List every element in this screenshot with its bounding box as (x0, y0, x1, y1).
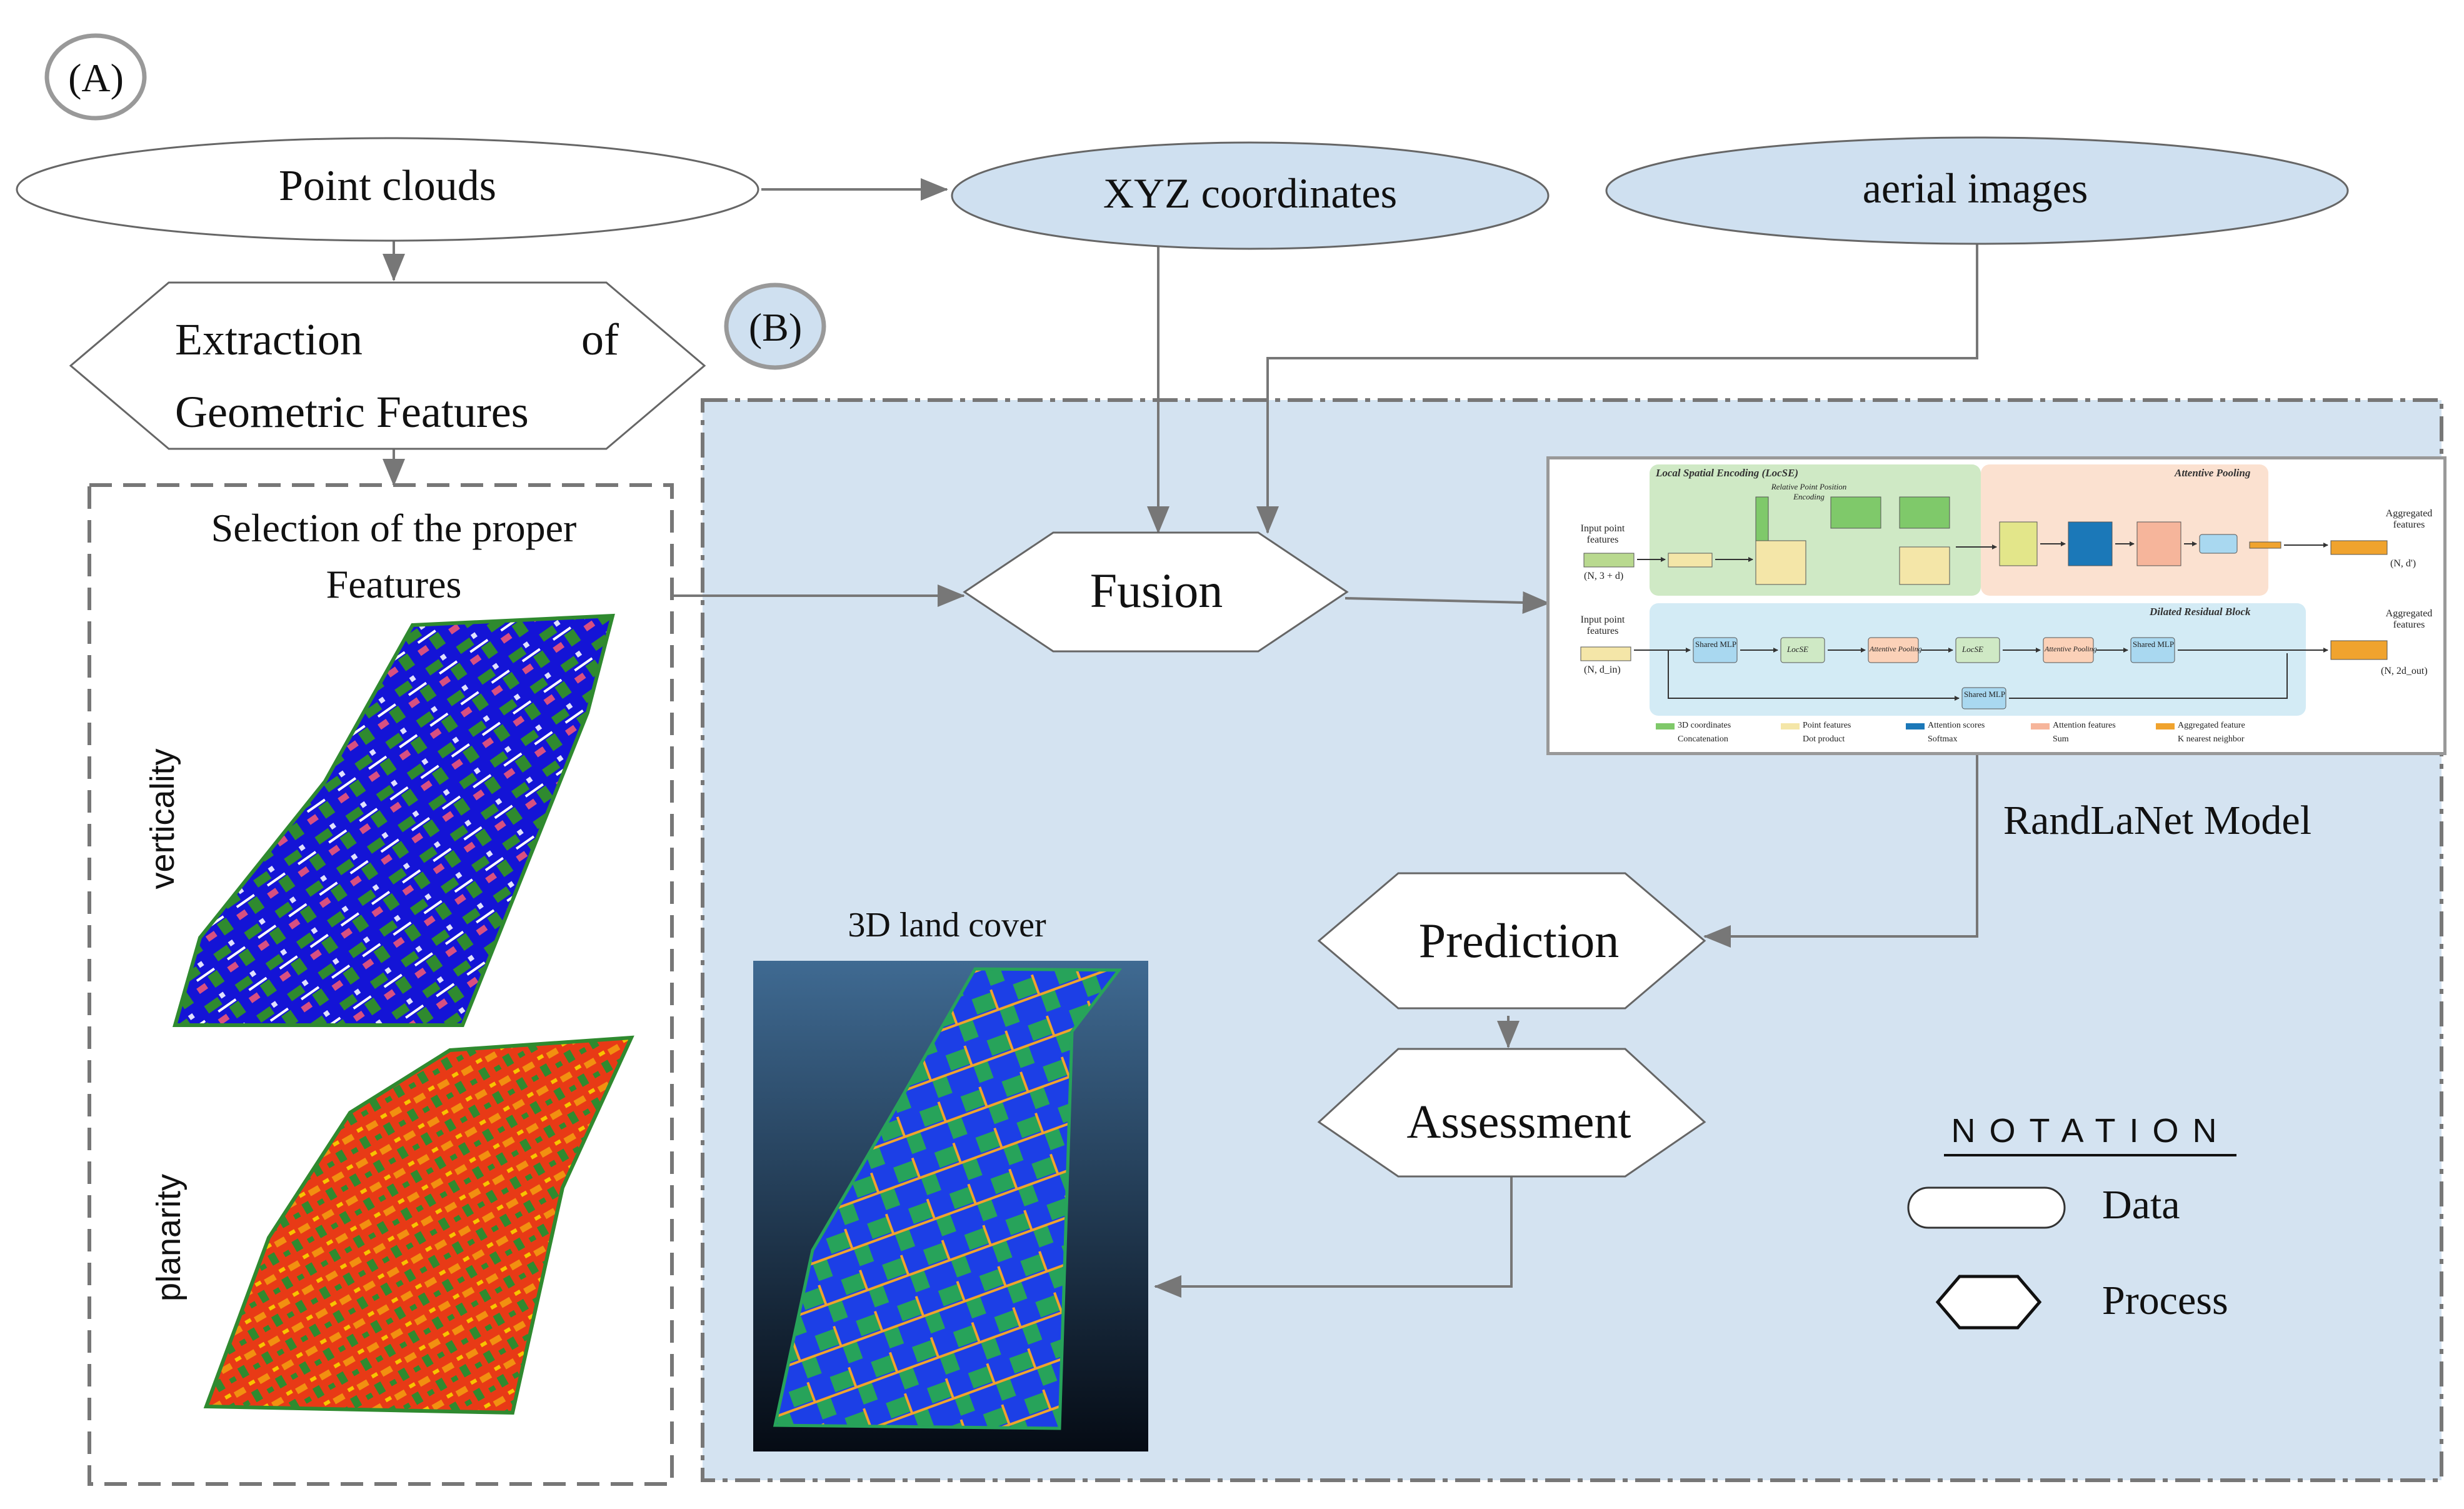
xyz-coordinates-node (951, 141, 1550, 250)
input2-dim: (N, d_in) (1584, 664, 1621, 675)
land-cover-label: 3D land cover (848, 906, 1046, 945)
label-b-circle (724, 283, 826, 370)
verticality-label: verticality (144, 748, 181, 890)
arrow-aerial-to-fusion (1256, 244, 1978, 534)
label-a: (A) (68, 56, 124, 100)
agg1-label: Aggregated features (2385, 508, 2433, 530)
randlanet-diagram: Local Spatial Encoding (LocSE) Attentive… (1546, 456, 2446, 755)
prediction-label: Prediction (1418, 913, 1620, 968)
shared-mlp-1: Shared MLP (1695, 639, 1737, 649)
assessment-node (1317, 1048, 1706, 1178)
notation-title: NOTATION (1951, 1112, 2231, 1150)
relative-position-label: Relative Point Position Encoding (1771, 482, 1847, 501)
arrow-model-to-prediction (1703, 753, 1978, 948)
arrow-assessment-to-landcover (1154, 1172, 1513, 1298)
agg1-dim: (N, d') (2390, 558, 2416, 569)
extraction-label-line1: Extraction (175, 314, 363, 364)
input2-label: Input point features (1580, 614, 1625, 636)
notation-data-shape (1907, 1186, 2066, 1229)
point-clouds-label: Point clouds (278, 162, 497, 210)
model-panel-border (701, 398, 2443, 1482)
attentive-title: Attentive Pooling (2175, 467, 2251, 479)
legend-0: 3D coordinates (1678, 721, 1731, 730)
label-b: (B) (748, 305, 803, 349)
point-clouds-node (16, 137, 759, 242)
legend-9: K nearest neighbor (2178, 734, 2245, 744)
extraction-node (69, 281, 706, 450)
aerial-images-label: aerial images (1862, 164, 2088, 212)
agg2-label: Aggregated features (2385, 608, 2433, 630)
legend-2: Attention scores (1928, 721, 1985, 730)
input1-dim: (N, 3 + d) (1584, 571, 1624, 581)
planarity-label: planarity (150, 1173, 188, 1302)
legend-1: Point features (1803, 721, 1851, 730)
feature-box-border (88, 483, 674, 1486)
label-a-circle (44, 33, 147, 121)
legend-6: Dot product (1803, 734, 1845, 744)
notation-process-shape (1935, 1275, 2042, 1330)
fusion-node (963, 531, 1349, 653)
legend-5: Concatenation (1678, 734, 1728, 744)
locse-block-2: LocSE (1962, 644, 1983, 654)
input1-label: Input point features (1580, 523, 1625, 545)
prediction-node (1317, 872, 1706, 1010)
shared-mlp-2: Shared MLP (2133, 639, 2175, 649)
arrow-fusion-to-model (1345, 591, 1550, 614)
shared-mlp-3: Shared MLP (1964, 689, 2006, 699)
attentive-block-2: Attentive Pooling (2045, 644, 2097, 653)
locse-block-1: LocSE (1787, 644, 1808, 654)
locse-title: Local Spatial Encoding (LocSE) (1656, 467, 1799, 479)
selection-label-line1: Selection of the proper (211, 506, 577, 550)
randlanet-architecture (1580, 464, 2388, 729)
xyz-coordinates-label: XYZ coordinates (1103, 169, 1398, 217)
aerial-images-node (1605, 136, 2349, 245)
legend-4: Aggregated feature (2178, 721, 2245, 730)
notation-process-label: Process (2102, 1278, 2228, 1323)
legend-3: Attention features (2053, 721, 2116, 730)
dilated-title: Dilated Residual Block (2150, 606, 2251, 618)
randlanet-label: RandLaNet Model (2003, 798, 2312, 843)
assessment-label: Assessment (1406, 1096, 1631, 1148)
fusion-label: Fusion (1089, 563, 1223, 618)
extraction-label-of: of (581, 314, 619, 364)
selection-label-line2: Features (326, 562, 462, 606)
notation-data-label: Data (2102, 1182, 2180, 1228)
extraction-label-line2: Geometric Features (175, 387, 529, 437)
agg2-dim: (N, 2d_out) (2381, 666, 2428, 676)
legend-7: Softmax (1928, 734, 1958, 744)
legend-8: Sum (2053, 734, 2069, 744)
attentive-block-1: Attentive Pooling (1870, 644, 1922, 653)
